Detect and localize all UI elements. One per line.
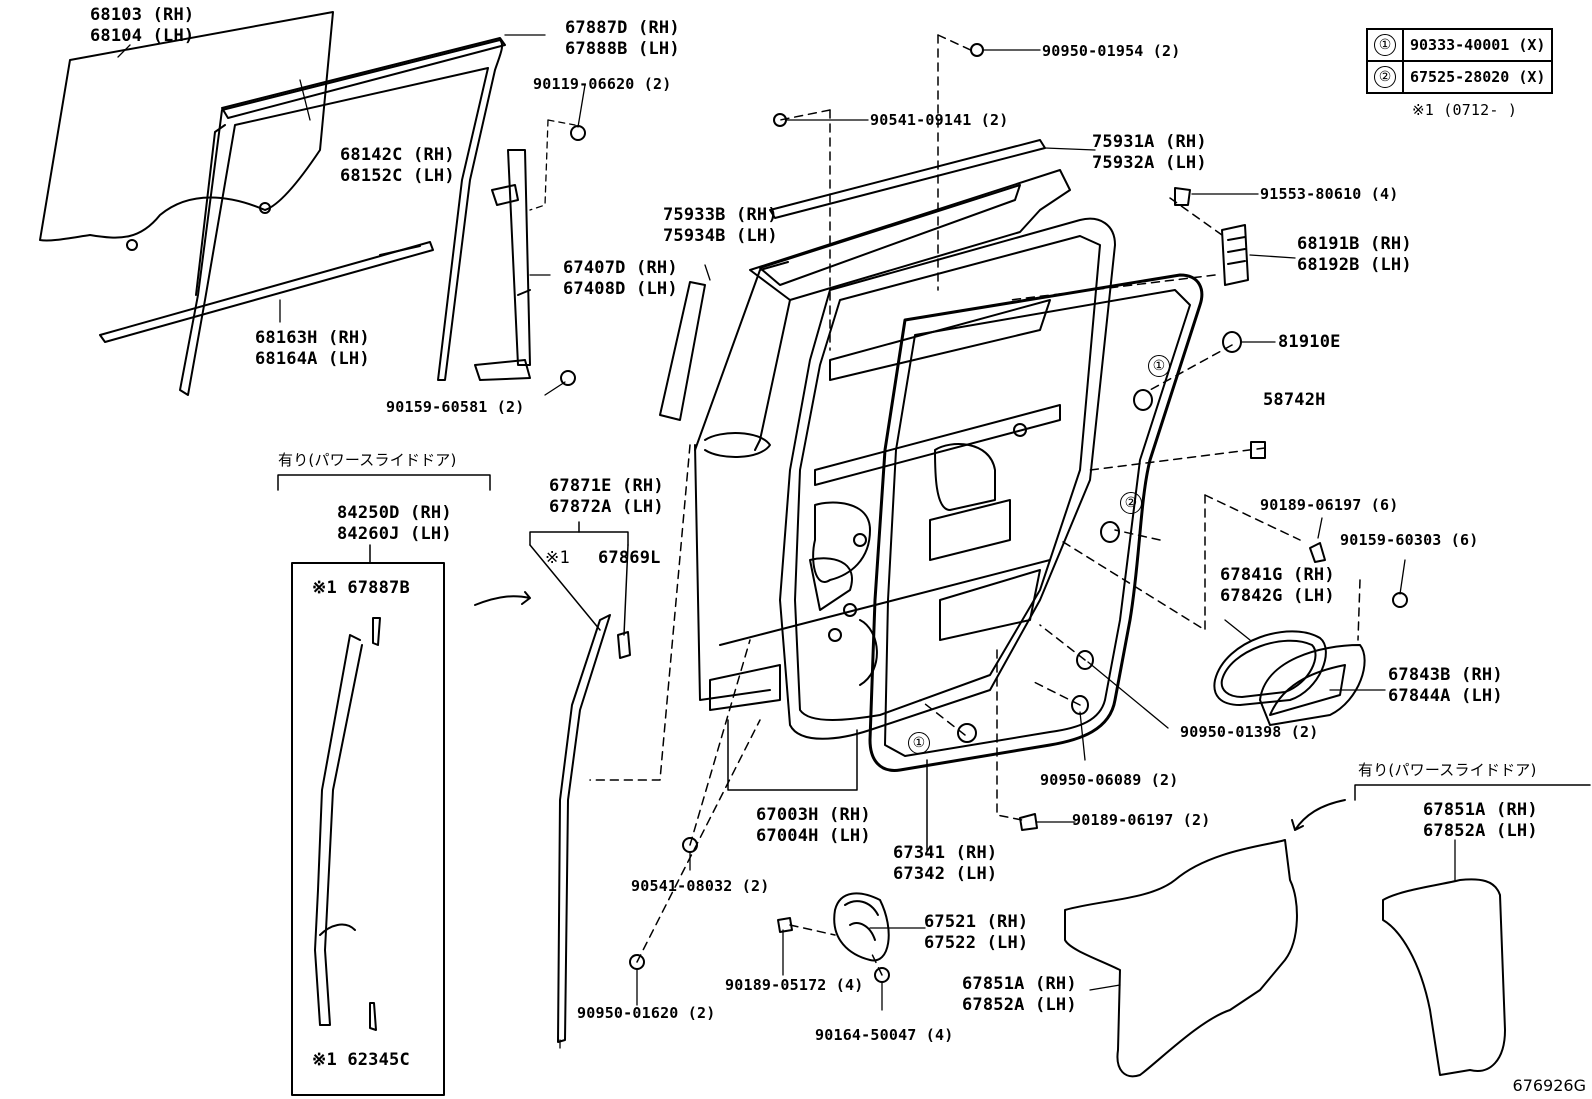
part-label-67407d[interactable]: 67407D (RH)67408D (LH) xyxy=(563,258,678,299)
ref-marker: ② xyxy=(1374,66,1396,88)
part-label-67841g[interactable]: 67841G (RH)67842G (LH) xyxy=(1220,565,1335,606)
belt-moulding xyxy=(99,241,434,343)
footnote-marker: ※1 xyxy=(545,548,570,568)
part-label-75933b[interactable]: 75933B (RH)75934B (LH) xyxy=(663,205,778,246)
part-label-90119[interactable]: 90119-06620 (2) xyxy=(533,75,672,93)
leaders xyxy=(117,34,586,396)
part-label-90159-60581[interactable]: 90159-60581 (2) xyxy=(386,398,525,416)
handle-bracket xyxy=(833,892,890,962)
reference-row: ① 90333-40001 (X) xyxy=(1366,28,1554,62)
part-label-67887d[interactable]: 67887D (RH)67888B (LH) xyxy=(565,18,680,59)
marker-1: ① xyxy=(908,732,930,754)
part-label-90189-05172[interactable]: 90189-05172 (4) xyxy=(725,976,864,994)
part-label-90950-01398[interactable]: 90950-01398 (2) xyxy=(1180,723,1319,741)
part-label-62345c[interactable]: ※1 62345C xyxy=(312,1050,410,1070)
part-label-68163h[interactable]: 68163H (RH)68164A (LH) xyxy=(255,328,370,369)
reference-row: ② 67525-28020 (X) xyxy=(1366,60,1554,94)
division-bar xyxy=(474,125,586,386)
flow-arrows xyxy=(474,591,1346,831)
part-label-90950-01954[interactable]: 90950-01954 (2) xyxy=(1042,42,1181,60)
figure-number: 676926G xyxy=(1512,1076,1586,1095)
part-label-84250d[interactable]: 84250D (RH)84260J (LH) xyxy=(337,503,452,544)
part-label-90189-06197-2[interactable]: 90189-06197 (2) xyxy=(1072,811,1211,829)
power-slide-note: 有り(パワースライドドア) xyxy=(278,451,457,469)
ref-note: ※1 (0712- ) xyxy=(1412,101,1518,119)
ref-part-number: 90333-40001 (X) xyxy=(1401,28,1554,62)
part-label-67887b[interactable]: ※1 67887B xyxy=(312,578,410,598)
marker-2: ② xyxy=(1120,492,1142,514)
part-label-67521[interactable]: 67521 (RH)67522 (LH) xyxy=(924,912,1029,953)
part-label-68191b[interactable]: 68191B (RH)68192B (LH) xyxy=(1297,234,1412,275)
reference-table: ① 90333-40001 (X) ② 67525-28020 (X) xyxy=(1366,28,1554,94)
ref-marker: ① xyxy=(1374,34,1396,56)
weatherstrip-67871 xyxy=(557,614,631,1043)
part-label-90541-08032[interactable]: 90541-08032 (2) xyxy=(631,877,770,895)
part-label-90950-01620[interactable]: 90950-01620 (2) xyxy=(577,1004,716,1022)
part-label-90164[interactable]: 90164-50047 (4) xyxy=(815,1026,954,1044)
power-slide-box xyxy=(291,562,445,1096)
power-slide-note: 有り(パワースライドドア) xyxy=(1358,761,1537,779)
part-label-75931a[interactable]: 75931A (RH)75932A (LH) xyxy=(1092,132,1207,173)
part-label-67869l[interactable]: 67869L xyxy=(598,548,661,568)
part-label-91553[interactable]: 91553-80610 (4) xyxy=(1260,185,1399,203)
part-label-81910e[interactable]: 81910E xyxy=(1278,332,1341,352)
hole-plugs xyxy=(957,331,1266,743)
part-label-68103[interactable]: 68103 (RH)68104 (LH) xyxy=(90,5,195,46)
part-label-67871e[interactable]: 67871E (RH)67872A (LH) xyxy=(549,476,664,517)
solid-leaders xyxy=(559,49,1456,1049)
part-label-58742h[interactable]: 58742H xyxy=(1263,390,1326,410)
hinge-bracket xyxy=(1174,187,1249,286)
rear-door-outer xyxy=(659,139,1071,701)
part-label-90950-06089[interactable]: 90950-06089 (2) xyxy=(1040,771,1179,789)
part-label-67003h[interactable]: 67003H (RH)67004H (LH) xyxy=(756,805,871,846)
part-label-67851a-right[interactable]: 67851A (RH)67852A (LH) xyxy=(1423,800,1538,841)
part-label-68142c[interactable]: 68142C (RH)68152C (LH) xyxy=(340,145,455,186)
dashed-leaders xyxy=(589,34,1361,976)
ref-part-number: 67525-28020 (X) xyxy=(1401,60,1554,94)
glass-run-channel xyxy=(179,37,506,396)
part-label-90541-09141[interactable]: 90541-09141 (2) xyxy=(870,111,1009,129)
part-label-90189-06197-6[interactable]: 90189-06197 (6) xyxy=(1260,496,1399,514)
door-weatherstrip xyxy=(868,273,1204,772)
marker-1: ① xyxy=(1148,355,1170,377)
part-label-67851a-left[interactable]: 67851A (RH)67852A (LH) xyxy=(962,974,1077,1015)
door-glass xyxy=(39,11,334,251)
part-label-67843b[interactable]: 67843B (RH)67844A (LH) xyxy=(1388,665,1503,706)
part-label-90159-60303[interactable]: 90159-60303 (6) xyxy=(1340,531,1479,549)
door-trim-board xyxy=(1064,839,1506,1078)
access-cover xyxy=(1213,542,1408,726)
part-label-67341[interactable]: 67341 (RH)67342 (LH) xyxy=(893,843,998,884)
brackets xyxy=(277,474,1591,851)
